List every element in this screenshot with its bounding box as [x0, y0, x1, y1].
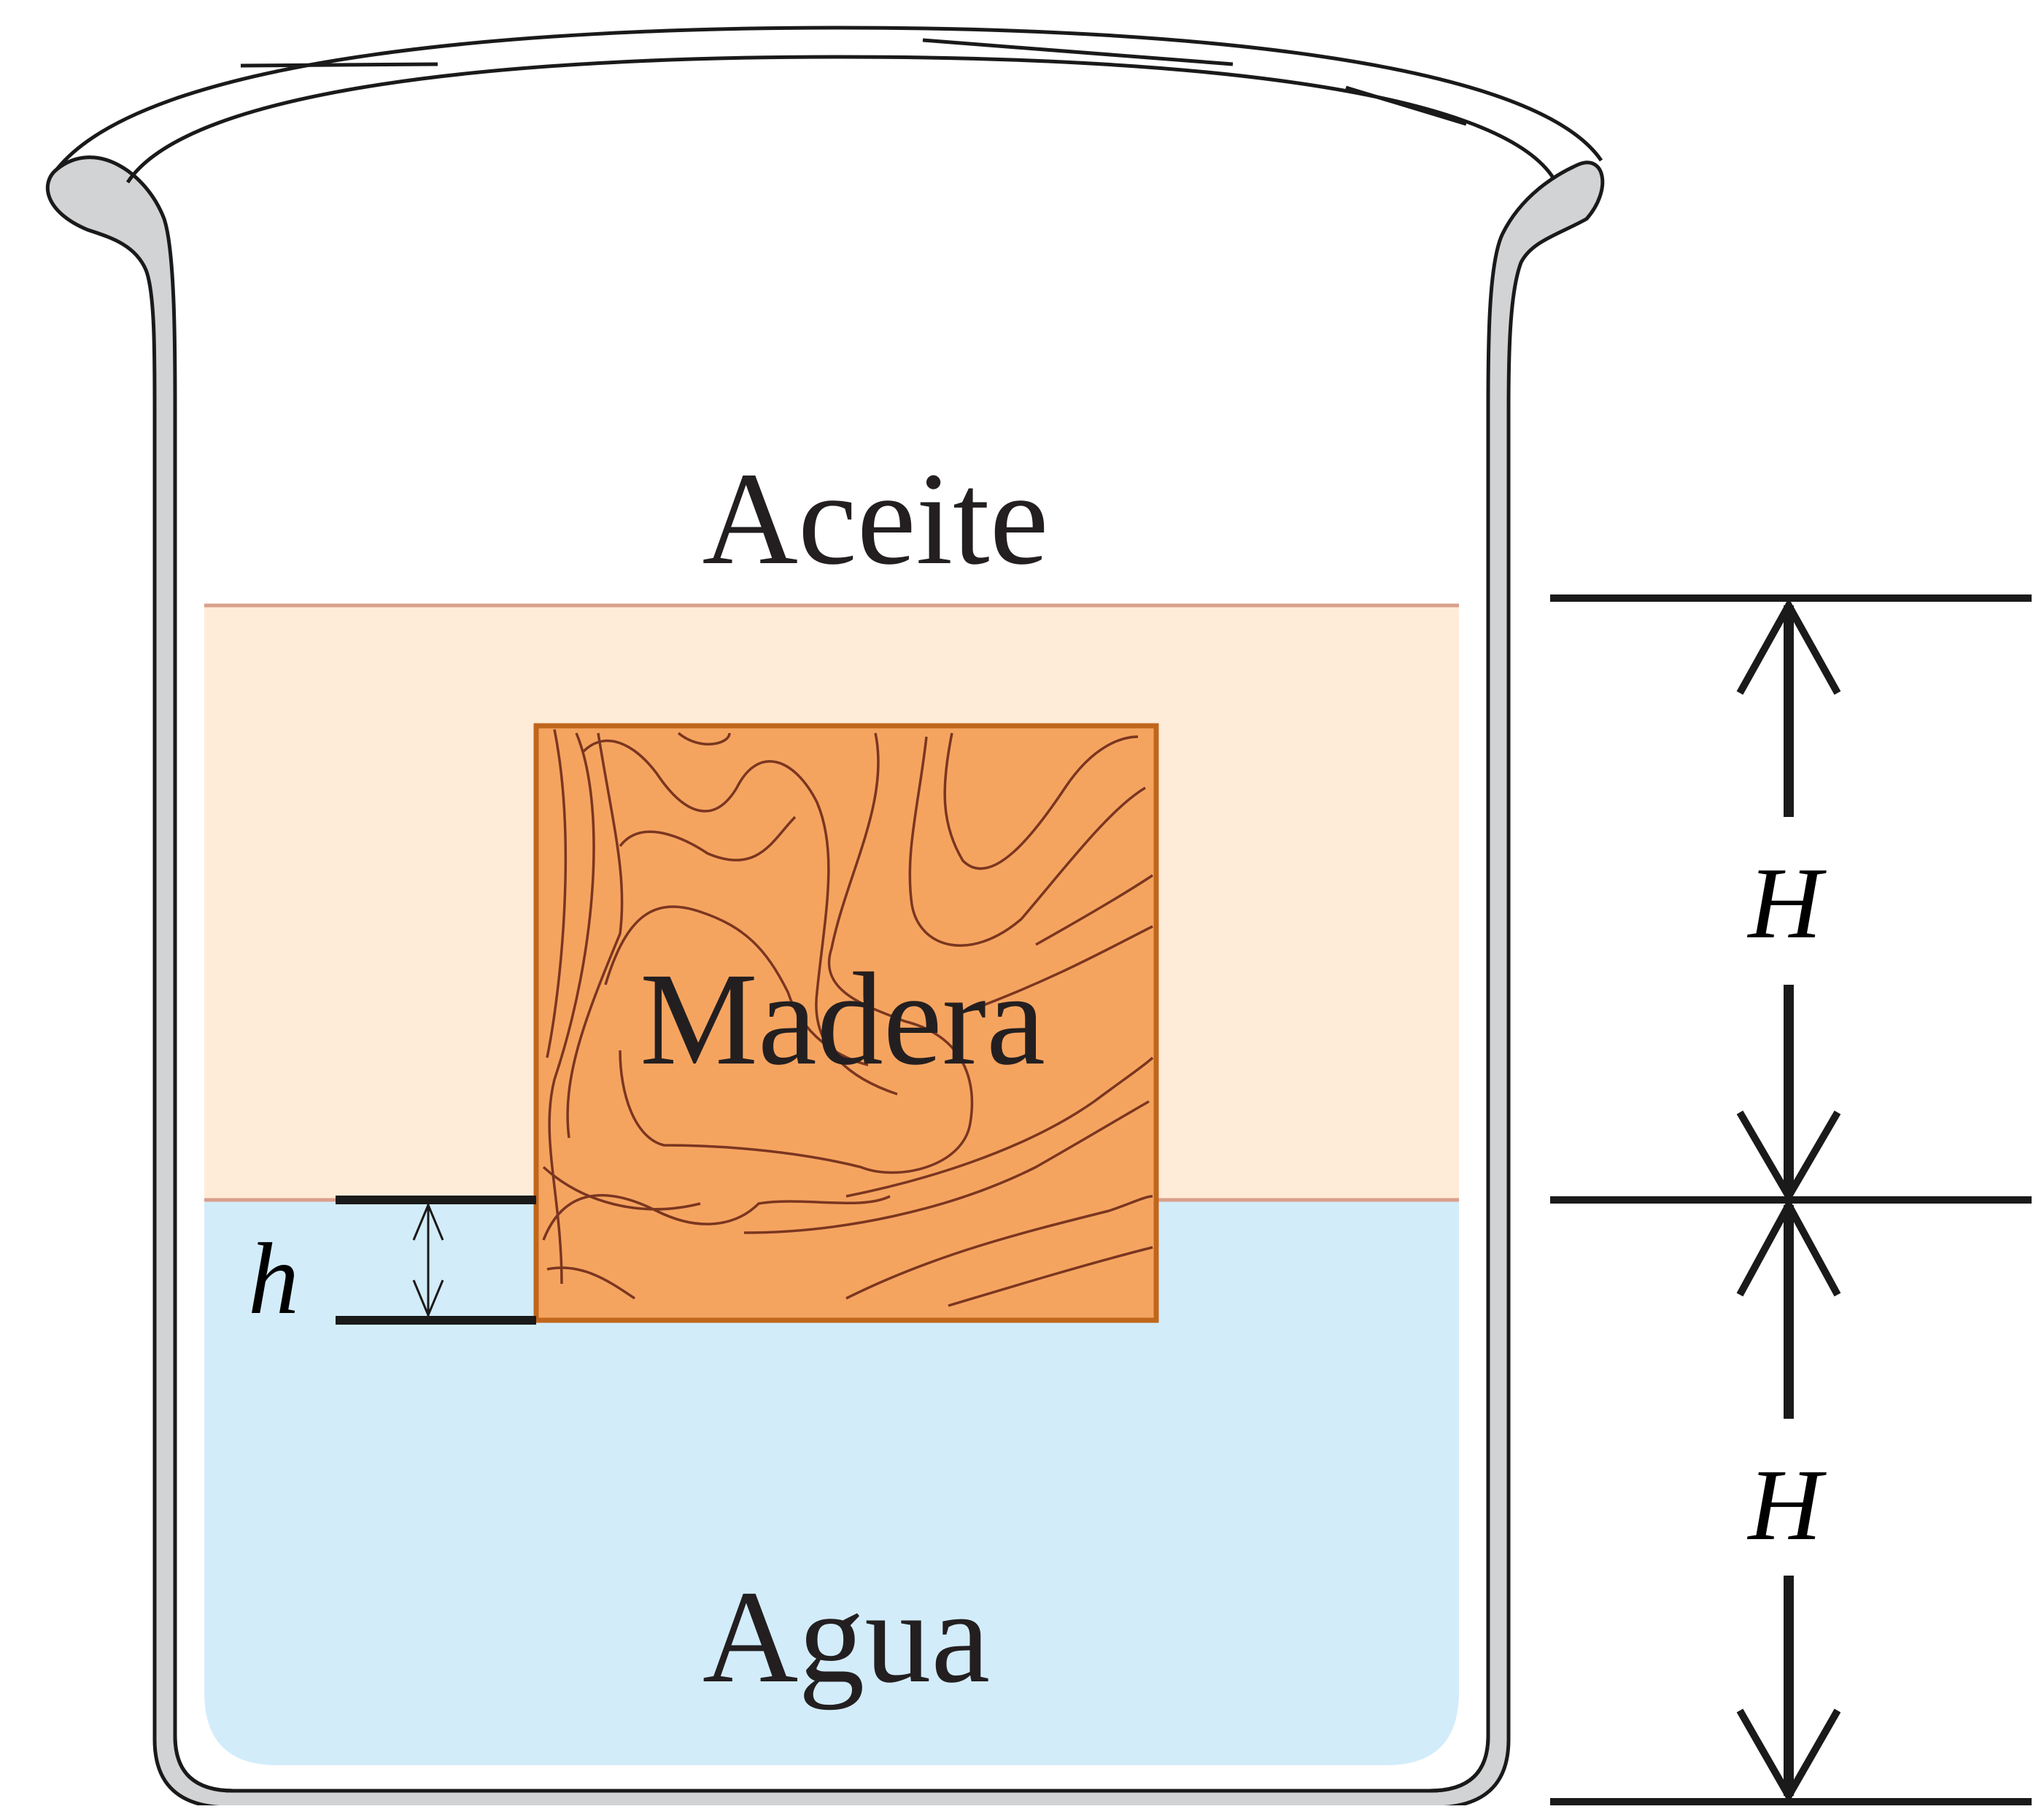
h-arrow-down-head [412, 1279, 444, 1318]
oil-label: Aceite [702, 446, 1049, 592]
beaker-rim-inner [125, 55, 1556, 184]
wood-block-body [533, 723, 1159, 1323]
lower-H-arrowhead-bottom [1736, 1708, 1841, 1804]
beaker-rim-highlight-right [1345, 85, 1467, 126]
beaker-rim-outer [55, 26, 1603, 171]
upper-H-arrowhead-top [1736, 597, 1841, 695]
water-layer [204, 1200, 1459, 1765]
beaker-glass-wall [45, 155, 1605, 1809]
lower-H-label: H [1746, 1449, 1827, 1562]
H-dimensions [1550, 594, 2032, 1805]
water-label: Agua [702, 1564, 990, 1711]
beaker-inner-wall [173, 408, 1490, 1793]
h-arrow-up-head [412, 1202, 444, 1241]
upper-H-label: H [1746, 847, 1827, 960]
wood-grain [542, 729, 1154, 1307]
h-label: h [248, 1223, 299, 1336]
wood-label: Madera [640, 946, 1045, 1093]
upper-H-arrowhead-bottom [1736, 1110, 1841, 1204]
beaker [45, 26, 1605, 1809]
h-dimension [336, 1196, 536, 1325]
beaker-rim-highlight-mid [922, 38, 1234, 66]
beaker-rim-highlight-left [240, 62, 438, 68]
wood-block [533, 723, 1159, 1323]
lower-H-arrowhead-top [1736, 1197, 1841, 1297]
